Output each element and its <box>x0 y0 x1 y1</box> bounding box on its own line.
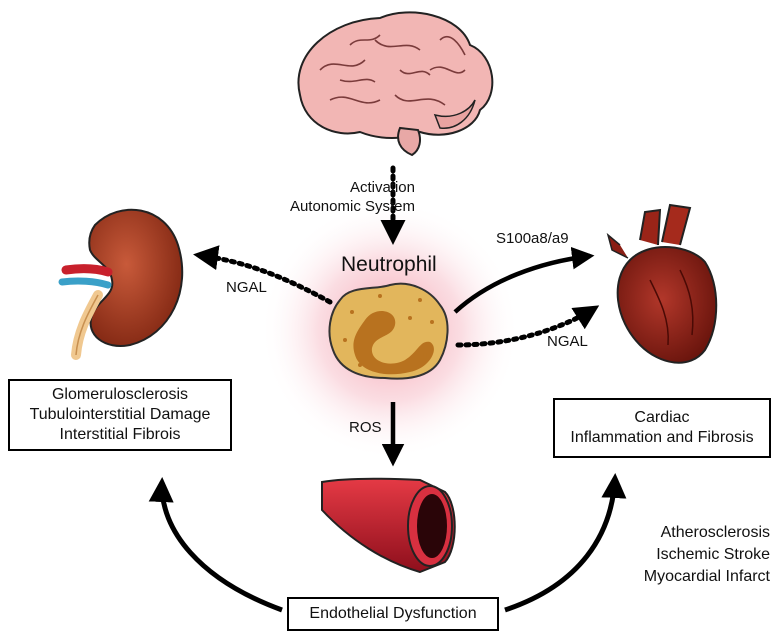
kidney-outcome-2: Tubulointerstitial Damage <box>29 406 211 423</box>
ros-label: ROS <box>349 419 382 436</box>
neutrophil-to-kidney-arrow <box>193 245 333 305</box>
endothelial-to-heart-arrow <box>504 473 627 613</box>
endothelial-dysfunction-label: Endothelial Dysfunction <box>309 605 477 622</box>
heart-outcomes-box: Cardiac Inflammation and Fibrosis <box>553 398 771 458</box>
heart-icon <box>606 203 718 364</box>
s100-label: S100a8/a9 <box>496 230 569 247</box>
neutrophil-icon <box>328 282 449 380</box>
kidney-outcome-1: Glomerulosclerosis <box>51 386 189 403</box>
ngal-left-label: NGAL <box>226 279 267 296</box>
endothelial-to-kidney-arrow <box>148 477 283 613</box>
activation-line1: Activation <box>349 179 415 196</box>
neutrophil-label: Neutrophil <box>341 253 437 276</box>
endothelial-dysfunction-box: Endothelial Dysfunction <box>287 597 499 631</box>
vascular-outcome-2: Ischemic Stroke <box>656 546 770 563</box>
s100-to-heart-arrow <box>453 246 595 314</box>
vascular-outcome-1: Atherosclerosis <box>660 524 770 541</box>
heart-outcome-1: Cardiac <box>634 409 690 426</box>
vascular-outcome-3: Myocardial Infarct <box>643 568 770 585</box>
blood-vessel-icon <box>321 477 456 574</box>
kidney-outcomes-box: Glomerulosclerosis Tubulointerstitial Da… <box>8 379 232 451</box>
kidney-outcome-3: Interstitial Fibrois <box>59 426 181 443</box>
brain-icon <box>297 11 494 157</box>
ngal-right-label: NGAL <box>547 333 588 350</box>
kidney-icon <box>58 208 184 360</box>
vascular-outcomes-label: Atherosclerosis Ischemic Stroke Myocardi… <box>600 522 770 588</box>
activation-line2: Autonomic System <box>289 198 415 215</box>
activation-label: Activation Autonomic System <box>265 178 415 216</box>
neutrophil-to-heart-dotted-arrow <box>455 305 600 348</box>
heart-outcome-2: Inflammation and Fibrosis <box>570 429 754 446</box>
